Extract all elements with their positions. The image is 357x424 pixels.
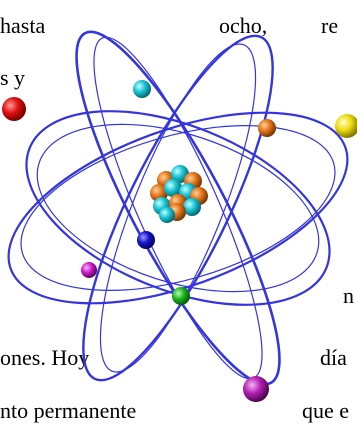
orbit-ring: [75, 30, 281, 386]
text-fragment-hasta: hasta: [0, 13, 46, 38]
text-fragment-ones-hoy: ones. Hoy: [0, 345, 90, 370]
electron: [258, 119, 276, 137]
orbit-ring: [36, 123, 320, 293]
electron: [2, 97, 26, 121]
proton: [183, 198, 201, 216]
orbit-ring: [7, 111, 349, 305]
text-fragment-re: re: [321, 13, 339, 38]
orbit-ring: [82, 34, 274, 382]
nucleus: [150, 165, 208, 223]
text-fragment-ocho: ocho,: [219, 13, 268, 38]
electron: [335, 114, 357, 138]
orbit-ring: [99, 43, 257, 373]
electron: [172, 287, 190, 305]
proton: [159, 207, 175, 223]
text-fragment-dia: día: [320, 345, 347, 370]
electron: [133, 80, 151, 98]
electron: [243, 376, 269, 402]
text-fragment-n: n: [343, 283, 354, 308]
orbit-ring: [25, 110, 331, 306]
electron: [137, 231, 155, 249]
electrons: [2, 80, 357, 402]
text-fragment-sy: s y: [0, 65, 26, 90]
electron: [81, 262, 97, 278]
proton: [164, 179, 182, 197]
